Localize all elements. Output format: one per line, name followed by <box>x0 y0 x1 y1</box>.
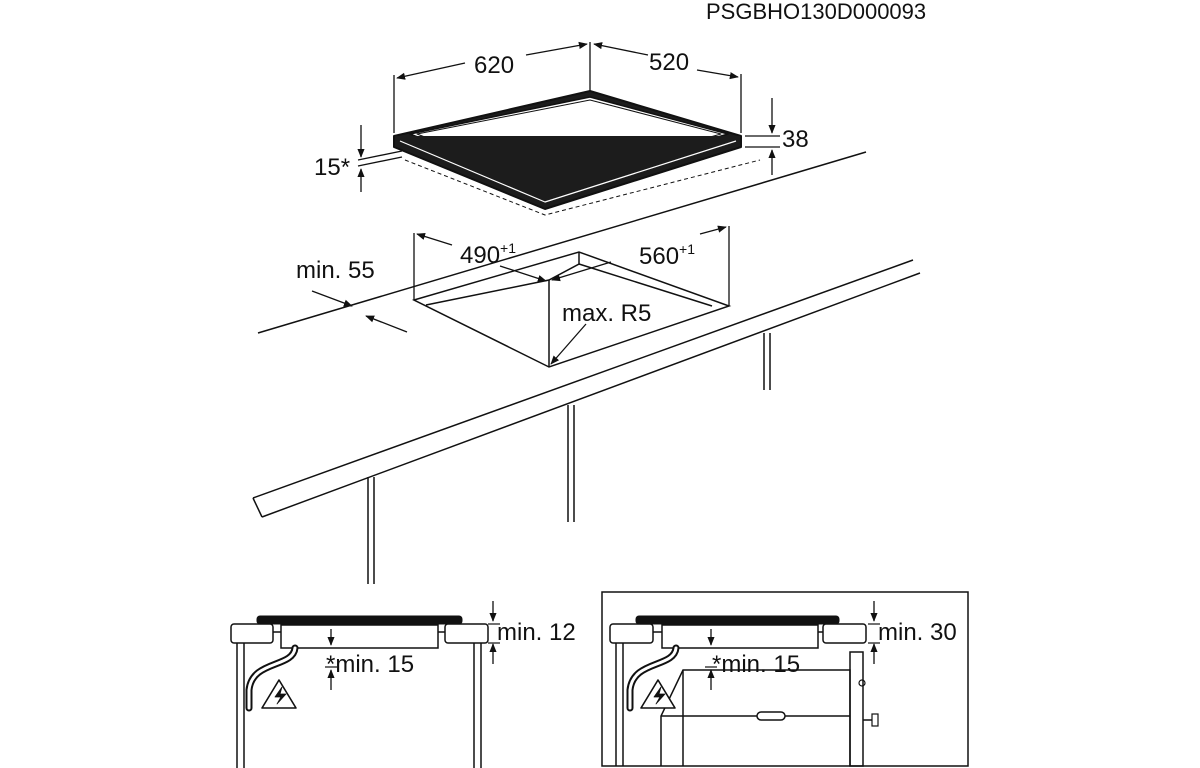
detail-left-top-gap-label: min. 12 <box>497 619 576 646</box>
detail-right-frame <box>601 591 969 767</box>
electric-hazard-icon <box>640 679 676 709</box>
hob-height-dimension <box>745 98 780 175</box>
detail-right <box>601 591 969 767</box>
document-code: PSGBHO130D000093 <box>706 0 926 24</box>
detail-left-bottom-clearance-label: *min. 15 <box>326 651 414 678</box>
detail-right-hob-glass <box>635 615 840 625</box>
worktop-legs <box>367 333 771 584</box>
cutout-width-label: 490+1 <box>460 240 516 269</box>
detail-left <box>230 601 500 768</box>
hob-edge-highlight <box>399 140 737 203</box>
hob-underside-dashed <box>404 159 761 216</box>
electric-hazard-icon <box>261 679 297 709</box>
edge-distance-label: min. 55 <box>296 257 375 284</box>
hob-underside-dimension <box>357 125 403 192</box>
cutout-dimensions <box>311 225 730 365</box>
detail-right-top-gap-label: min. 30 <box>878 619 957 646</box>
hob-width-label: 620 <box>474 52 514 79</box>
hob-height-label: 38 <box>782 126 809 153</box>
hob-width-dimension <box>393 41 742 133</box>
hob <box>393 90 761 216</box>
detail-right-bottom-clearance-label: *min. 15 <box>712 651 800 678</box>
detail-left-hob-glass <box>256 615 463 625</box>
hob-depth-label: 520 <box>649 49 689 76</box>
cutout-depth-label: 560+1 <box>639 241 695 270</box>
hob-bottom-edge <box>393 136 742 210</box>
worktop <box>252 151 921 518</box>
oven <box>660 669 851 766</box>
hob-underside-label: 15* <box>314 154 350 181</box>
corner-radius-label: max. R5 <box>562 300 651 327</box>
